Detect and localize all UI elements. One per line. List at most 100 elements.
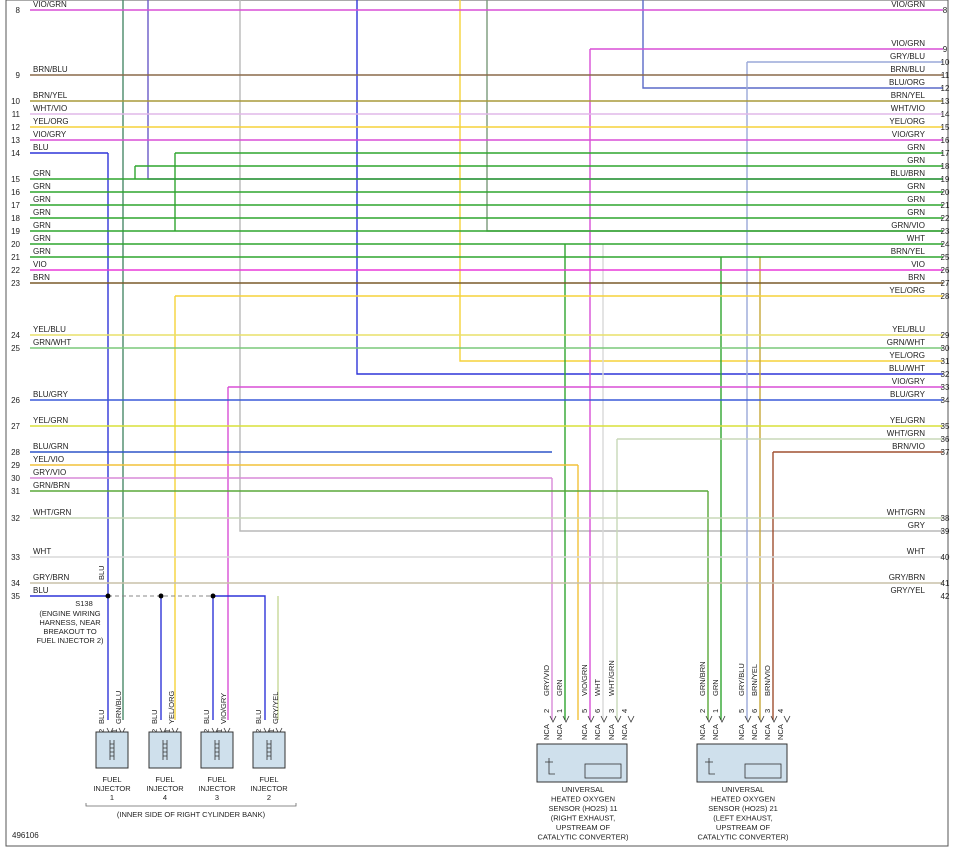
injector-name: FUEL bbox=[207, 775, 226, 784]
pin-arrow bbox=[783, 715, 791, 723]
injector-number: 2 bbox=[267, 793, 271, 802]
wire-label-left: VIO bbox=[33, 260, 47, 269]
sensor-pin-nca: NCA bbox=[763, 724, 772, 740]
wire-label-left: BLU/GRN bbox=[33, 442, 69, 451]
row-number-left: 21 bbox=[11, 253, 20, 262]
splice-dot bbox=[105, 593, 111, 599]
row-number-right: 17 bbox=[941, 149, 950, 158]
sensor-caption-line: CATALYTIC CONVERTER) bbox=[537, 833, 629, 842]
wire-label-left: GRY/VIO bbox=[33, 468, 66, 477]
row-number-left: 34 bbox=[11, 579, 20, 588]
wire-label-left: GRN bbox=[33, 182, 51, 191]
pin-arrow bbox=[562, 715, 570, 723]
wire-label-right: BLU/BRN bbox=[890, 169, 925, 178]
sensor-pin-number: 3 bbox=[763, 709, 772, 713]
injector-pin1-wire: GRY/YEL bbox=[271, 692, 280, 724]
sensor-pin-number: 4 bbox=[776, 709, 785, 713]
sensor-pin-number: 6 bbox=[750, 709, 759, 713]
row-number-left: 19 bbox=[11, 227, 20, 236]
row-number-left: 30 bbox=[11, 474, 20, 483]
wire-label-left: WHT/VIO bbox=[33, 104, 67, 113]
injector-pin1-wire: YEL/ORG bbox=[167, 690, 176, 724]
row-number-left: 27 bbox=[11, 422, 20, 431]
pin-arrow bbox=[705, 715, 713, 723]
wire-label-right: YEL/ORG bbox=[889, 286, 925, 295]
row-number-left: 15 bbox=[11, 175, 20, 184]
splice-desc-line: HARNESS, NEAR bbox=[39, 618, 101, 627]
wire-label-right: GRN bbox=[907, 182, 925, 191]
injector-pin1-wire: GRN/BLU bbox=[114, 691, 123, 724]
trunk-wire bbox=[356, 0, 943, 375]
splice-dot bbox=[210, 593, 216, 599]
wire-label-right: GRY/YEL bbox=[890, 586, 925, 595]
wire-label-right: BRN/BLU bbox=[890, 65, 925, 74]
wire-label-right: VIO/GRY bbox=[892, 377, 926, 386]
vertical-wires bbox=[107, 0, 943, 720]
wire-label-left: BRN/BLU bbox=[33, 65, 68, 74]
sensor-pin-number: 5 bbox=[580, 709, 589, 713]
row-number-right: 31 bbox=[941, 357, 950, 366]
injector-name: FUEL bbox=[259, 775, 278, 784]
injector-pin2-wire: BLU bbox=[150, 709, 159, 724]
wire-label-left: GRY/BRN bbox=[33, 573, 70, 582]
oxygen-sensor-body bbox=[696, 743, 788, 783]
wire-label-right: BLU/ORG bbox=[889, 78, 925, 87]
injector-bracket bbox=[85, 803, 297, 807]
wire-label-right: YEL/ORG bbox=[889, 351, 925, 360]
pin-arrow bbox=[757, 715, 765, 723]
splice-desc-line: FUEL INJECTOR 2) bbox=[36, 636, 104, 645]
wire-label-right: BRN bbox=[908, 273, 925, 282]
horizontal-wires bbox=[30, 9, 943, 597]
row-number-right: 32 bbox=[941, 370, 950, 379]
row-number-right: 38 bbox=[941, 514, 950, 523]
injector-sub: INJECTOR bbox=[146, 784, 184, 793]
diagram-frame bbox=[5, 0, 949, 847]
sensor-pin-nca: NCA bbox=[607, 724, 616, 740]
row-number-left: 8 bbox=[16, 6, 21, 15]
pin-arrow bbox=[600, 715, 608, 723]
wire-label-right: WHT/GRN bbox=[887, 429, 925, 438]
injector-coil-icon bbox=[109, 740, 115, 760]
row-number-right: 11 bbox=[941, 71, 950, 80]
pin-arrow bbox=[718, 715, 726, 723]
wire-label-right: WHT/VIO bbox=[891, 104, 925, 113]
pin-arrow bbox=[587, 715, 595, 723]
row-number-right: 16 bbox=[941, 136, 950, 145]
injector-sub: INJECTOR bbox=[198, 784, 236, 793]
trunk-wire bbox=[642, 0, 943, 89]
row-number-left: 31 bbox=[11, 487, 20, 496]
row-number-left: 35 bbox=[11, 592, 20, 601]
wire-label-left: BLU bbox=[33, 143, 49, 152]
wire-label-right: GRN bbox=[907, 208, 925, 217]
wire-label-left: VIO/GRN bbox=[33, 0, 67, 9]
injector-pin1-number: 1 bbox=[267, 729, 276, 733]
injector-coil-icon bbox=[266, 740, 272, 760]
row-number-right: 39 bbox=[941, 527, 950, 536]
row-number-left: 10 bbox=[11, 97, 20, 106]
sensor-caption-line: (RIGHT EXHAUST, bbox=[551, 814, 615, 823]
wire-label-right: YEL/GRN bbox=[890, 416, 925, 425]
wire-labels: 8VIO/GRN9BRN/BLU10BRN/YEL11WHT/VIO12YEL/… bbox=[11, 0, 950, 601]
wire-label-right: BRN/YEL bbox=[891, 247, 926, 256]
sensor-element-icon bbox=[545, 758, 555, 775]
fuel-injector-body bbox=[252, 731, 286, 769]
wire-label-right: GRN bbox=[907, 195, 925, 204]
trunk-wire bbox=[486, 0, 943, 232]
row-number-right: 20 bbox=[941, 188, 950, 197]
sensor-pin-number: 3 bbox=[607, 709, 616, 713]
sensor-pin-wire: GRY/VIO bbox=[542, 665, 551, 696]
row-number-left: 11 bbox=[12, 110, 21, 119]
wire-label-right: BLU/WHT bbox=[889, 364, 925, 373]
injector-sub: INJECTOR bbox=[93, 784, 131, 793]
wire-label-left: WHT bbox=[33, 547, 51, 556]
wire-label-left: GRN bbox=[33, 234, 51, 243]
splice-wire-label: BLU bbox=[97, 565, 106, 580]
sensor-pin-nca: NCA bbox=[620, 724, 629, 740]
wire-label-right: WHT bbox=[907, 234, 925, 243]
row-number-right: 18 bbox=[941, 162, 950, 171]
pin-arrow bbox=[744, 715, 752, 723]
row-number-right: 19 bbox=[941, 175, 950, 184]
row-number-left: 25 bbox=[11, 344, 20, 353]
row-number-left: 32 bbox=[11, 514, 20, 523]
